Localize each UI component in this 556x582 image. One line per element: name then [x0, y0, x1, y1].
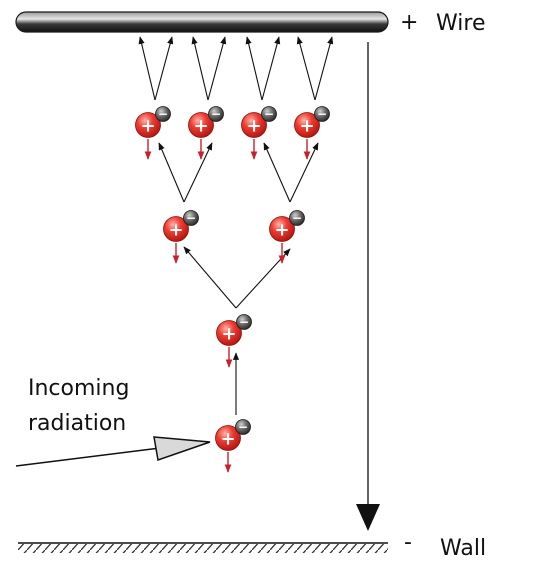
ion-pairs: +−+−+−+−+−+−+−+− — [135, 106, 330, 473]
ion-pair: +− — [216, 314, 252, 368]
positive-charge-symbol: + — [193, 116, 208, 137]
positive-ion — [216, 320, 242, 346]
positive-ion — [163, 216, 189, 242]
electron — [261, 106, 277, 122]
positive-ion — [215, 425, 241, 451]
electron-path — [296, 36, 316, 101]
ion-pair: +− — [135, 106, 171, 160]
positive-ion — [188, 112, 214, 138]
negative-charge-symbol: − — [158, 107, 168, 121]
electron-path — [158, 142, 185, 203]
negative-charge-symbol: − — [264, 107, 274, 121]
positive-charge-symbol: + — [220, 429, 235, 450]
positive-charge-symbol: + — [168, 220, 183, 241]
electron-paths — [138, 36, 334, 415]
positive-ion — [269, 216, 295, 242]
ion-pair: +− — [163, 210, 199, 264]
electron — [208, 106, 224, 122]
electron-path — [183, 142, 213, 203]
negative-charge-symbol: − — [238, 420, 248, 434]
incoming-radiation-label-line1: Incoming — [28, 376, 129, 401]
wall-polarity-sign: - — [404, 530, 412, 555]
negative-charge-symbol: − — [211, 107, 221, 121]
field-direction-arrow — [356, 42, 380, 531]
electron — [314, 106, 330, 122]
electron-path — [154, 36, 174, 101]
negative-charge-symbol: − — [292, 211, 302, 225]
electron — [289, 210, 305, 226]
electron-path — [289, 142, 319, 203]
electron-path — [207, 36, 227, 101]
electron-path — [314, 36, 334, 101]
wire-polarity-sign: + — [400, 10, 418, 35]
positive-ion — [241, 112, 267, 138]
negative-charge-symbol: − — [186, 211, 196, 225]
incoming-radiation-arrow — [15, 436, 211, 467]
positive-ion — [294, 112, 320, 138]
positive-charge-symbol: + — [246, 116, 261, 137]
ion-pair: +− — [269, 210, 305, 264]
positive-ion — [135, 112, 161, 138]
electron-path — [261, 36, 281, 101]
ion-pair: +− — [294, 106, 330, 160]
wall — [18, 542, 388, 553]
ion-pair: +− — [188, 106, 224, 160]
electron — [235, 419, 251, 435]
negative-charge-symbol: − — [317, 107, 327, 121]
positive-charge-symbol: + — [299, 116, 314, 137]
positive-charge-symbol: + — [274, 220, 289, 241]
electron-path — [183, 246, 237, 309]
incoming-radiation-label-line2: radiation — [28, 411, 126, 436]
electron-path — [191, 36, 209, 101]
electron — [183, 210, 199, 226]
ion-pair: +− — [241, 106, 277, 160]
wire-label: Wire — [436, 11, 485, 36]
wall-label: Wall — [440, 536, 486, 561]
electron-path — [263, 142, 291, 203]
positive-charge-symbol: + — [140, 116, 155, 137]
ion-pair: +− — [215, 419, 251, 473]
electron-path — [138, 36, 156, 101]
positive-charge-symbol: + — [221, 324, 236, 345]
wire — [15, 11, 389, 33]
electron-path — [245, 36, 263, 101]
negative-charge-symbol: − — [239, 315, 249, 329]
electron — [236, 314, 252, 330]
electron — [155, 106, 171, 122]
